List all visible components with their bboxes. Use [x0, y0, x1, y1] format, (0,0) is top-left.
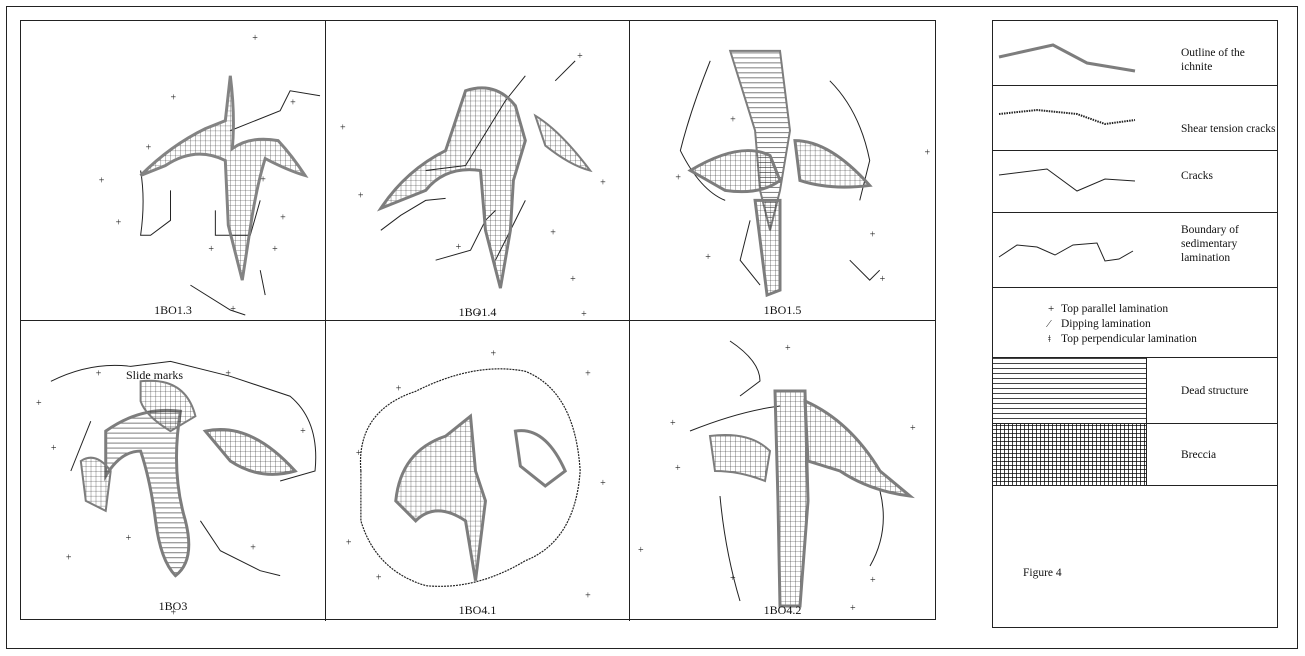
- legend-cracks: Cracks: [993, 151, 1277, 213]
- legend-text: Shear tension cracks: [1181, 122, 1276, 136]
- svg-text:+: +: [600, 478, 606, 489]
- svg-text:+: +: [171, 93, 177, 104]
- svg-text:+: +: [550, 227, 556, 238]
- svg-text:+: +: [51, 443, 57, 454]
- svg-text:+: +: [670, 418, 676, 429]
- svg-text:+: +: [585, 591, 591, 602]
- legend-text: Boundary of sedimentary lamination: [1181, 223, 1271, 265]
- svg-text:+: +: [252, 33, 258, 44]
- svg-text:+: +: [785, 343, 791, 354]
- svg-text:+: +: [250, 543, 256, 554]
- svg-text:+: +: [208, 244, 214, 255]
- legend-text: Cracks: [1181, 169, 1213, 183]
- cracks-symbol: [997, 165, 1137, 195]
- svg-text:+: +: [910, 423, 916, 434]
- legend-text: Breccia: [1181, 448, 1216, 462]
- svg-text:+: +: [490, 348, 496, 359]
- legend-text: Top perpendicular lamination: [1061, 332, 1197, 346]
- shear-symbol: [997, 102, 1137, 136]
- svg-text:+: +: [340, 123, 346, 134]
- dead-structure-swatch: [993, 358, 1147, 423]
- svg-text:+: +: [730, 115, 736, 126]
- legend-shear: Shear tension cracks: [993, 86, 1277, 151]
- breccia-swatch: [993, 424, 1147, 485]
- svg-text:+: +: [638, 545, 644, 556]
- svg-text:+: +: [577, 51, 583, 62]
- svg-text:+: +: [570, 274, 576, 285]
- ichnite-drawing: +++ +++ +++: [21, 321, 325, 621]
- ichnite-drawing: + + + + + + + +: [326, 321, 629, 621]
- svg-text:+: +: [280, 212, 286, 223]
- ichnite-panels: + + + + + + + + + + + + 1BO1.3: [20, 20, 936, 620]
- panel-caption: 1BO1.5: [630, 303, 935, 318]
- legend-text: Outline of the ichnite: [1181, 46, 1277, 74]
- legend-text: Dipping lamination: [1061, 317, 1151, 331]
- panel-caption: 1BO4.2: [630, 603, 935, 618]
- svg-text:+: +: [358, 190, 364, 201]
- ichnite-drawing: + + + + + +: [630, 21, 935, 320]
- symbol-slash: ⁄: [1048, 317, 1050, 331]
- legend-breccia: Breccia: [993, 424, 1277, 486]
- svg-text:+: +: [925, 148, 931, 159]
- svg-text:+: +: [146, 143, 152, 154]
- svg-text:+: +: [260, 174, 266, 185]
- legend-figure-area: Figure 4: [993, 486, 1277, 626]
- legend: Outline of the ichnite Shear tension cra…: [992, 20, 1278, 628]
- svg-text:+: +: [585, 368, 591, 379]
- symbol-perp: ǂ: [1048, 332, 1051, 346]
- svg-text:+: +: [870, 575, 876, 586]
- svg-text:+: +: [675, 463, 681, 474]
- slide-marks-label: Slide marks: [126, 368, 183, 383]
- panel-1bo1-4: +++ +++ +++ 1BO1.4: [326, 21, 630, 321]
- panel-caption: 1BO4.1: [326, 603, 629, 618]
- svg-text:+: +: [396, 383, 402, 394]
- panel-caption: 1BO3: [21, 599, 325, 614]
- svg-text:+: +: [880, 274, 886, 285]
- outline-symbol: [997, 41, 1137, 75]
- ichnite-drawing: +++ +++ +++: [326, 21, 629, 320]
- legend-boundary: Boundary of sedimentary lamination: [993, 213, 1277, 288]
- legend-text: Dead structure: [1181, 384, 1248, 398]
- svg-text:+: +: [116, 217, 122, 228]
- panel-1bo1-3: +++ +++ +++ +++ 1BO1.3: [21, 21, 326, 321]
- svg-text:+: +: [126, 533, 132, 544]
- panel-caption: 1BO1.4: [326, 305, 629, 320]
- panel-1bo4-1: + + + + + + + + 1BO4.1: [326, 321, 630, 621]
- svg-text:+: +: [272, 244, 278, 255]
- ichnite-drawing: +++ +++ +++ +++: [21, 21, 325, 320]
- svg-text:+: +: [376, 573, 382, 584]
- boundary-symbol: [997, 237, 1137, 267]
- svg-text:+: +: [356, 448, 362, 459]
- svg-text:+: +: [36, 398, 42, 409]
- svg-text:+: +: [290, 98, 296, 109]
- svg-text:+: +: [870, 229, 876, 240]
- svg-text:+: +: [346, 538, 352, 549]
- ichnite-drawing: +++ +++ ++: [630, 321, 935, 621]
- figure-label: Figure 4: [1023, 566, 1062, 580]
- panel-1bo3: +++ +++ +++ 1BO3 Slide marks: [21, 321, 326, 621]
- svg-text:+: +: [730, 573, 736, 584]
- svg-text:+: +: [705, 252, 711, 263]
- svg-text:+: +: [675, 172, 681, 183]
- legend-lamination: + Top parallel lamination ⁄ Dipping lami…: [993, 288, 1277, 358]
- svg-text:+: +: [600, 177, 606, 188]
- legend-text: Top parallel lamination: [1061, 302, 1168, 316]
- svg-text:+: +: [225, 368, 231, 379]
- legend-dead: Dead structure: [993, 358, 1277, 424]
- panel-1bo4-2: +++ +++ ++ 1BO4.2: [630, 321, 935, 621]
- svg-text:+: +: [66, 553, 72, 564]
- svg-text:+: +: [300, 426, 306, 437]
- svg-text:+: +: [99, 175, 105, 186]
- legend-outline: Outline of the ichnite: [993, 21, 1277, 86]
- panel-caption: 1BO1.3: [21, 303, 325, 318]
- svg-text:+: +: [96, 368, 102, 379]
- panel-1bo1-5: + + + + + + 1BO1.5: [630, 21, 935, 321]
- svg-text:+: +: [456, 242, 462, 253]
- symbol-plus: +: [1048, 302, 1054, 316]
